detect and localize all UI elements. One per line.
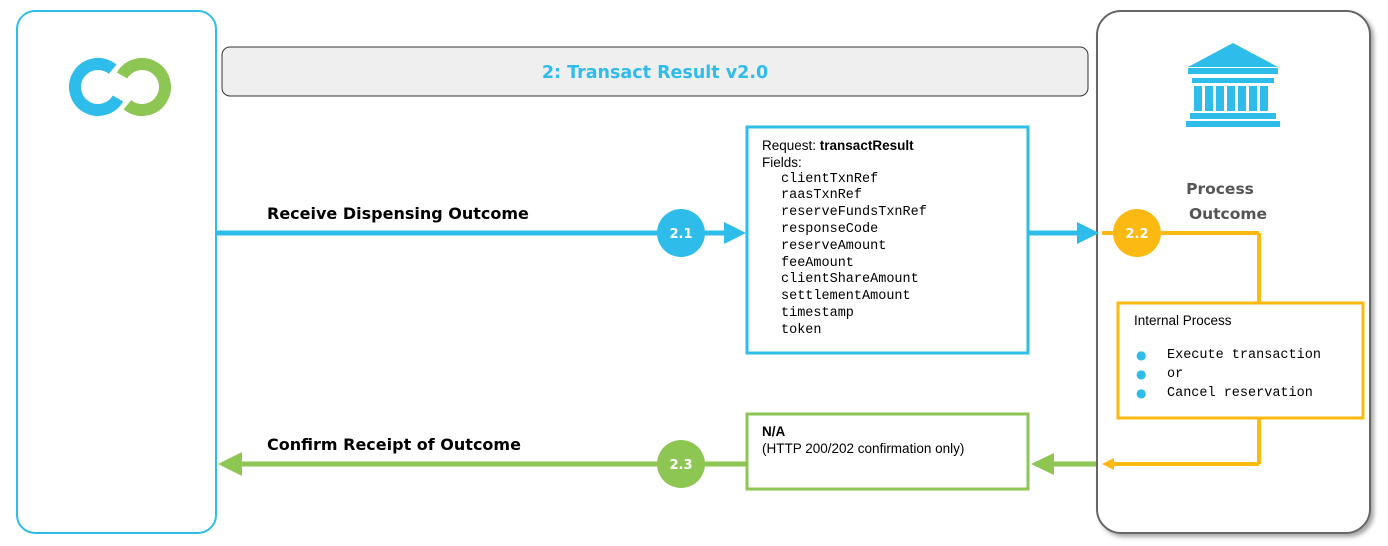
bank-building-icon (1186, 43, 1280, 127)
response-box (745, 412, 1030, 491)
request-field: raasTxnRef (781, 188, 863, 204)
step-2-1-label: 2.1 (669, 227, 692, 242)
request-box (745, 125, 1030, 355)
request-field: clientShareAmount (781, 272, 919, 288)
response-from-bank-head (1031, 453, 1054, 475)
internal-arrow-head (1102, 458, 1114, 470)
request-field: responseCode (781, 221, 879, 237)
internal-process-item: ● Cancel reservation (1134, 384, 1360, 403)
step-2-3-label: 2.3 (669, 458, 692, 473)
request-field: reserveAmount (781, 238, 887, 254)
process-label-line1: Process (1186, 180, 1254, 198)
bullet-icon: ● (1136, 348, 1147, 362)
internal-process-item: ● Execute transaction (1134, 346, 1360, 365)
request-to-bank-head (1077, 222, 1099, 244)
request-field: timestamp (781, 305, 854, 321)
title-banner (221, 46, 1089, 97)
request-box-content: Request: transactResult Fields: clientTx… (762, 138, 1024, 340)
bullet-icon: ● (1136, 386, 1147, 400)
internal-process-box (1116, 301, 1365, 420)
request-heading: Request: transactResult (762, 138, 1024, 155)
request-name: transactResult (819, 138, 914, 153)
request-arrow-head (724, 222, 746, 244)
internal-process-item: ● or (1134, 365, 1360, 384)
response-box-content: N/A (HTTP 200/202 confirmation only) (762, 424, 1022, 458)
step-2-2-label: 2.2 (1125, 227, 1148, 242)
request-prefix: Request: (762, 138, 820, 153)
request-field: clientTxnRef (781, 171, 879, 187)
step-2-1-badge (657, 209, 705, 257)
fields-label: Fields: (762, 154, 802, 170)
linked-rings-logo (69, 58, 171, 116)
page-title: 2: Transact Result v2.0 (542, 63, 768, 83)
step-2-2-badge (1113, 209, 1161, 257)
step-2-3-badge (657, 440, 705, 488)
left-actor-panel (16, 10, 217, 534)
response-line1: N/A (762, 424, 1022, 441)
internal-process-list: ● Execute transaction ● or ● Cancel reservati… (1134, 346, 1360, 403)
internal-process-item-text: Execute transaction (1167, 348, 1321, 363)
response-arrow-head (218, 452, 242, 476)
process-label-line2: Outcome (1189, 205, 1267, 223)
request-field: token (781, 322, 822, 338)
internal-process-item-text: Cancel reservation (1167, 386, 1313, 401)
internal-process-title: Internal Process (1134, 313, 1232, 328)
response-line2: (HTTP 200/202 confirmation only) (762, 440, 965, 456)
request-field: feeAmount (781, 255, 854, 271)
internal-process-item-text: or (1167, 367, 1184, 382)
receive-label: Receive Dispensing Outcome (267, 204, 529, 223)
request-field: reserveFundsTxnRef (781, 205, 927, 221)
request-field: settlementAmount (781, 289, 911, 305)
confirm-label: Confirm Receipt of Outcome (267, 435, 521, 454)
bullet-icon: ● (1136, 367, 1147, 381)
internal-process-content: Internal Process ● Execute transaction ● or… (1134, 313, 1360, 403)
response-na: N/A (762, 424, 786, 439)
